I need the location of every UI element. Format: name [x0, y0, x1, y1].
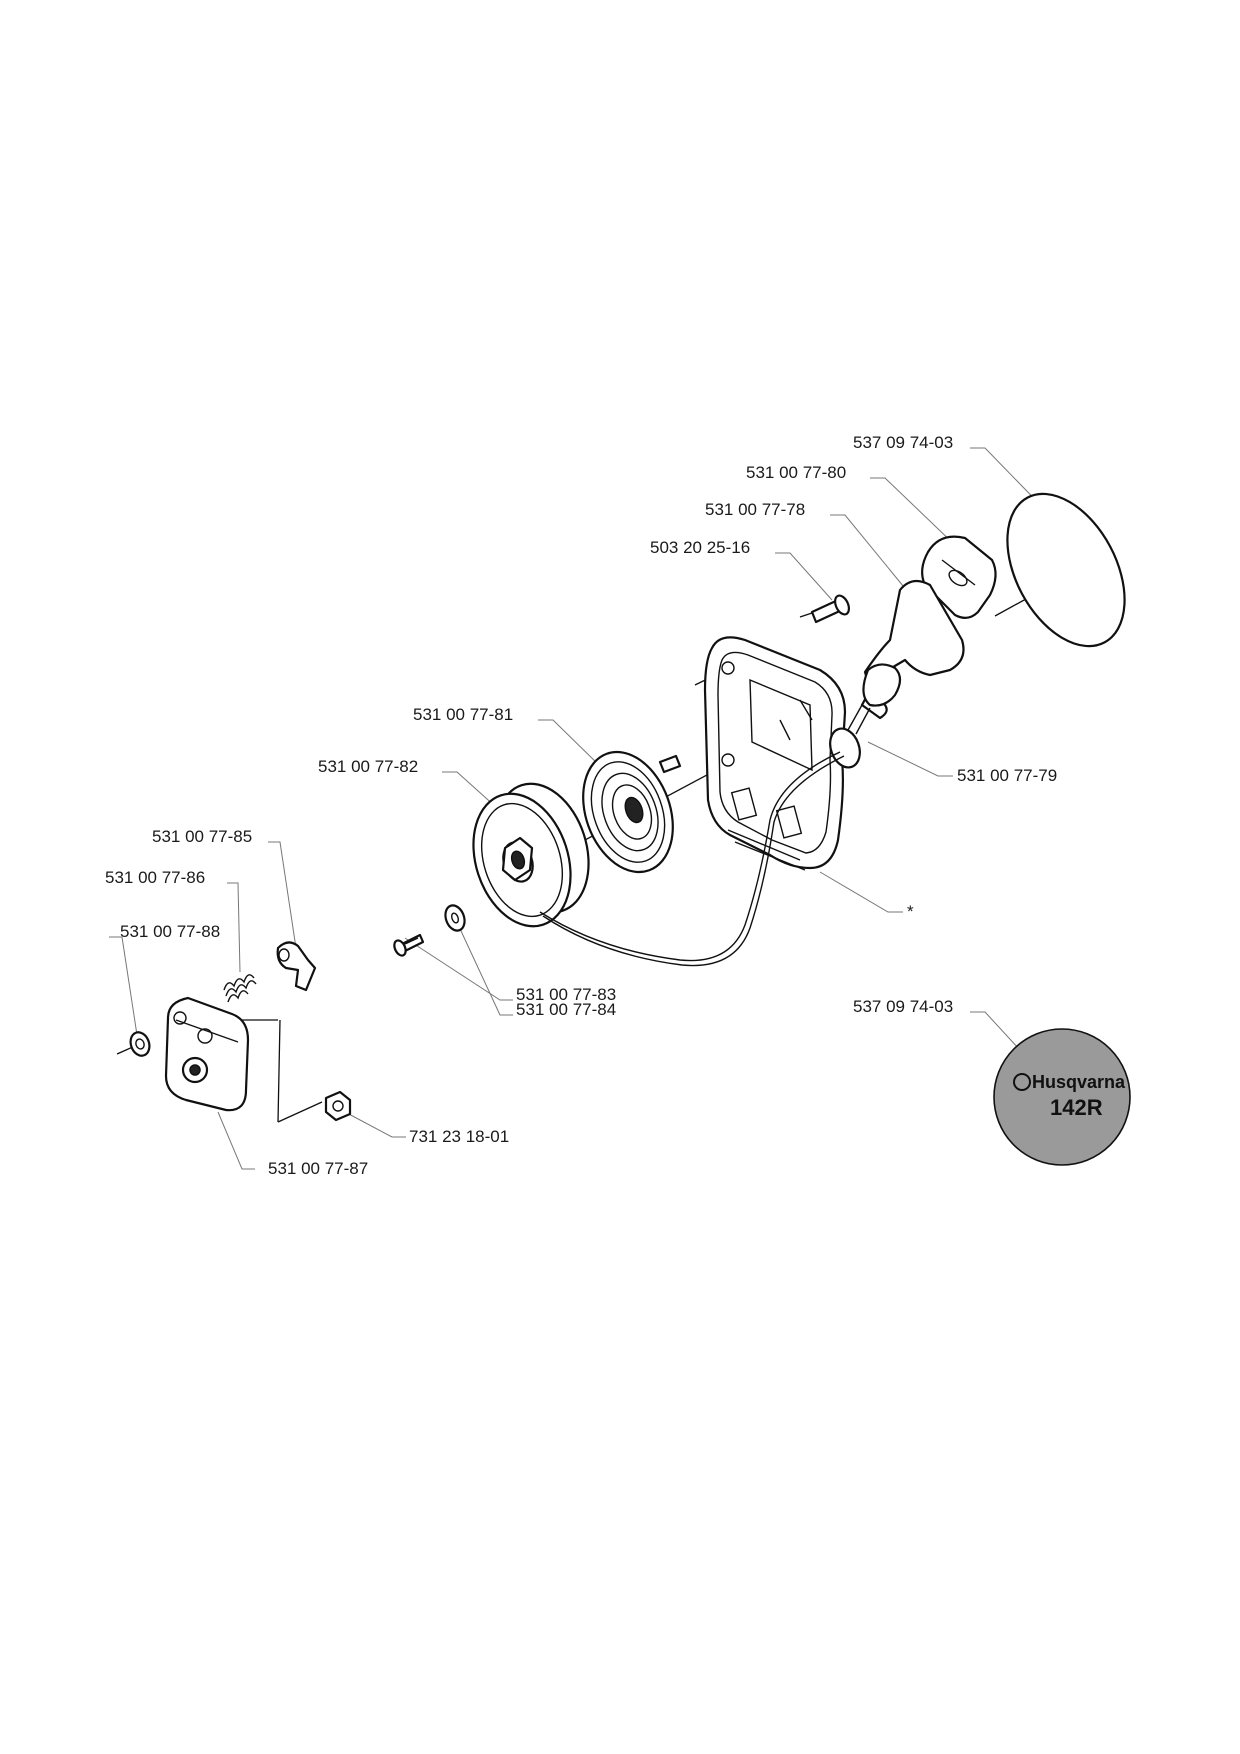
callout-handle-disc-top: 537 09 74-03	[853, 433, 953, 452]
leader-screw-top	[775, 552, 833, 601]
callout-housing: *	[907, 902, 914, 921]
decal-circle	[993, 1028, 1131, 1166]
leader-pawl-spring	[227, 882, 241, 973]
callout-nut: 731 23 18-01	[409, 1127, 509, 1146]
leader-handle-grip	[870, 477, 959, 549]
starter-plate-part	[164, 996, 250, 1112]
rope-pulley-part	[472, 782, 590, 928]
pawl-part	[276, 941, 317, 992]
washer-part	[444, 904, 466, 932]
callout-rope-pulley: 531 00 77-82	[318, 757, 418, 776]
callout-pawl-spring: 531 00 77-86	[105, 868, 205, 887]
callout-recoil-spring: 531 00 77-81	[413, 705, 513, 724]
leader-recoil-spring	[538, 719, 603, 769]
center-screw-part	[393, 933, 425, 957]
callout-pawl: 531 00 77-85	[152, 827, 252, 846]
callout-labels: 537 09 74-03 531 00 77-80 531 00 77-78 5…	[105, 433, 1057, 1178]
leader-starter-plate	[217, 1111, 255, 1170]
leader-handle-body	[830, 514, 909, 593]
callout-handle-body: 531 00 77-78	[705, 500, 805, 519]
callout-screw-top: 503 20 25-16	[650, 538, 750, 557]
callout-starter-plate: 531 00 77-87	[268, 1159, 368, 1178]
handle-grip-part	[921, 535, 997, 619]
callout-handle-grip: 531 00 77-80	[746, 463, 846, 482]
callout-washer-small: 531 00 77-88	[120, 922, 220, 941]
leader-rope-pulley	[442, 771, 498, 809]
leader-washer	[454, 917, 513, 1016]
decal-model: 142R	[1050, 1095, 1103, 1120]
leader-pawl	[268, 841, 297, 949]
handle-disc	[1006, 492, 1126, 648]
callout-decal: 537 09 74-03	[853, 997, 953, 1016]
handle-body-part	[847, 579, 965, 735]
leader-washer-small	[109, 936, 138, 1036]
decal-brand: Husqvarna	[1032, 1072, 1126, 1092]
washer-small-part	[129, 1031, 151, 1057]
leader-lines	[109, 447, 1056, 1170]
leader-housing	[819, 871, 903, 913]
decal-part: Husqvarna 142R	[993, 1028, 1131, 1166]
callout-rope-guide: 531 00 77-79	[957, 766, 1057, 785]
starter-housing	[703, 636, 861, 871]
leader-nut	[344, 1111, 406, 1138]
leader-decal	[970, 1011, 1021, 1051]
starter-rope	[539, 751, 845, 967]
husqvarna-crown-icon	[1013, 1073, 1031, 1091]
leader-center-screw	[404, 937, 513, 1001]
recoil-spring-part	[582, 750, 682, 874]
pawl-spring-part	[223, 974, 257, 1003]
callout-washer: 531 00 77-84	[516, 1000, 616, 1019]
screw-top-part	[799, 594, 850, 624]
leader-rope-guide	[867, 741, 953, 777]
nut-part	[324, 1090, 352, 1122]
callout-center-screw: 531 00 77-83	[516, 985, 616, 1004]
